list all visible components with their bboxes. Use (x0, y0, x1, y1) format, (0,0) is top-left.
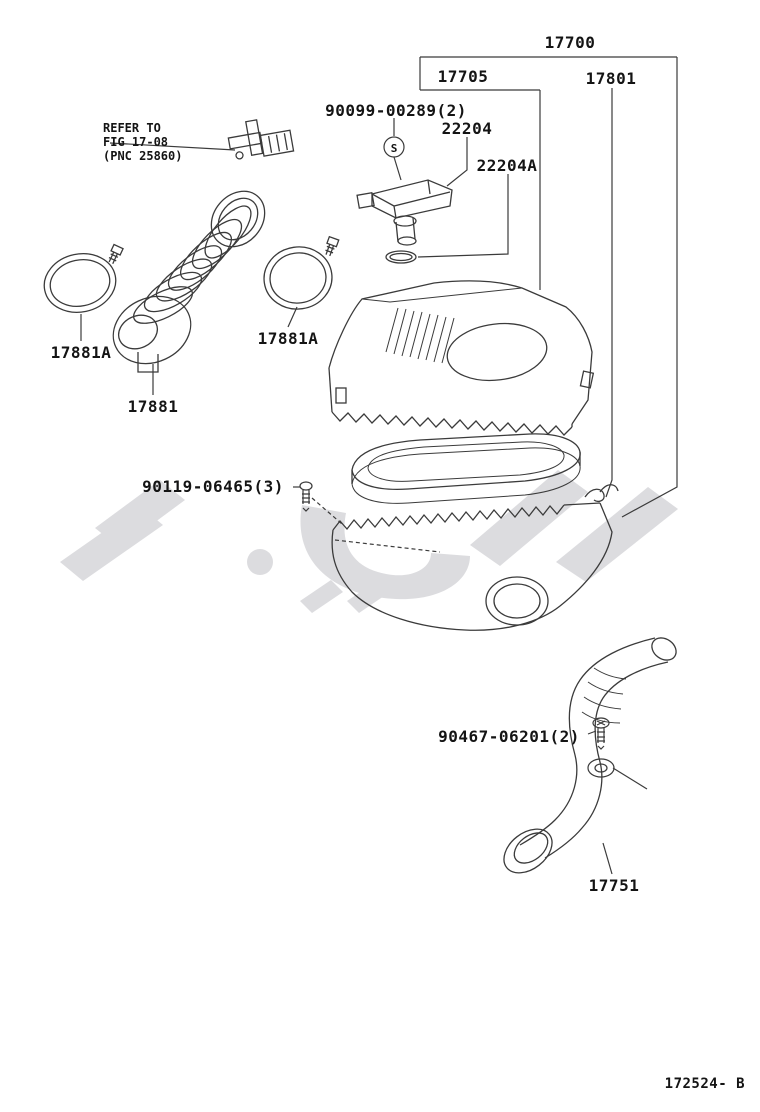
part-label-17751: 17751 (588, 876, 640, 895)
part-label-22204a: 22204A (476, 156, 538, 175)
part-label-17881a-mid: 17881A (257, 329, 319, 348)
screw-symbol: S (383, 136, 405, 158)
filter-element-drawing (351, 433, 581, 504)
hose-clamp-middle-drawing (263, 235, 340, 310)
air-cleaner-cap-drawing (328, 280, 595, 436)
inlet-duct-drawing (503, 637, 677, 874)
part-label-22204: 22204 (441, 119, 493, 138)
intake-hose-drawing (112, 190, 266, 373)
screw-symbol-letter: S (391, 142, 398, 155)
part-label-90099: 90099-00289(2) (325, 101, 467, 120)
reference-note: REFER TO FIG 17-08 (PNC 25860) (103, 121, 182, 163)
part-label-17801: 17801 (585, 69, 637, 88)
drawing-code: 172524- B (664, 1076, 745, 1092)
air-cleaner-case-drawing (331, 484, 619, 631)
reference-note-line1: REFER TO (103, 121, 161, 135)
part-label-17705: 17705 (437, 67, 489, 86)
ref-sensor-drawing (227, 119, 295, 160)
maf-sensor-drawing (356, 179, 453, 246)
part-label-90467: 90467-06201(2) (438, 727, 580, 746)
bolt-90119-drawing (299, 481, 313, 512)
o-ring-drawing (385, 250, 417, 264)
part-label-17881: 17881 (127, 397, 179, 416)
leader-lines (80, 56, 678, 875)
part-label-17881a-left: 17881A (50, 343, 112, 362)
hose-clamp-left-drawing (43, 243, 124, 313)
watermark-logo (60, 470, 678, 613)
part-label-17700: 17700 (544, 33, 596, 52)
part-label-90119: 90119-06465(3) (142, 477, 284, 496)
reference-note-line2: FIG 17-08 (103, 135, 169, 149)
reference-note-line3: (PNC 25860) (103, 149, 183, 163)
